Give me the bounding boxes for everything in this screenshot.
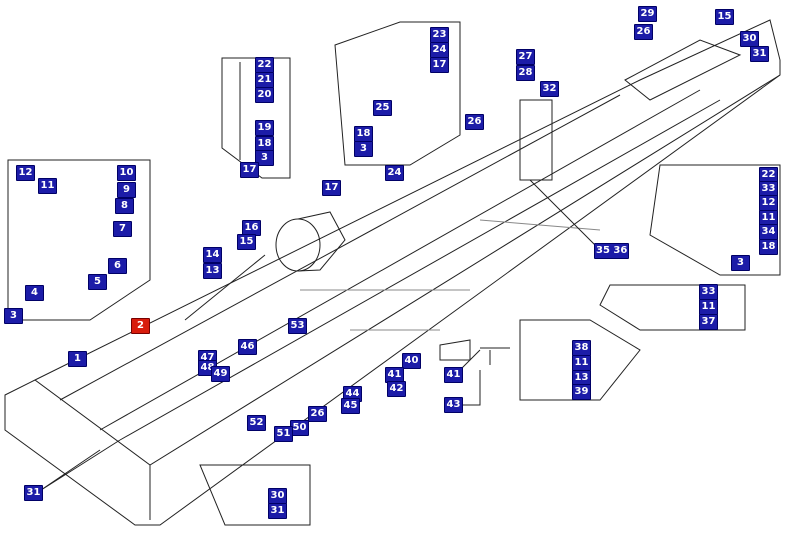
part-label[interactable]: 3 — [255, 150, 274, 166]
part-label[interactable]: 31 — [750, 46, 769, 62]
chassis-outline — [4, 19, 781, 526]
part-label[interactable]: 22 — [255, 57, 274, 73]
part-label[interactable]: 13 — [572, 370, 591, 386]
part-label[interactable]: 26 — [634, 24, 653, 40]
part-label[interactable]: 19 — [255, 120, 274, 136]
part-label[interactable]: 30 — [268, 488, 287, 504]
part-label[interactable]: 34 — [759, 224, 778, 240]
part-label[interactable]: 24 — [385, 165, 404, 181]
part-label[interactable]: 49 — [211, 366, 230, 382]
part-label[interactable]: 51 — [274, 426, 293, 442]
part-label-highlighted[interactable]: 2 — [131, 318, 150, 334]
part-label[interactable]: 12 — [759, 195, 778, 211]
part-label[interactable]: 7 — [113, 221, 132, 237]
part-label[interactable]: 15 — [237, 234, 256, 250]
part-label[interactable]: 24 — [430, 42, 449, 58]
part-label[interactable]: 21 — [255, 72, 274, 88]
part-label[interactable]: 53 — [288, 318, 307, 334]
part-label[interactable]: 13 — [203, 263, 222, 279]
part-label[interactable]: 42 — [387, 381, 406, 397]
part-label[interactable]: 31 — [268, 503, 287, 519]
part-label[interactable]: 3 — [4, 308, 23, 324]
part-label[interactable]: 29 — [638, 6, 657, 22]
part-label[interactable]: 26 — [308, 406, 327, 422]
part-label[interactable]: 39 — [572, 384, 591, 400]
part-label[interactable]: 40 — [402, 353, 421, 369]
part-label[interactable]: 5 — [88, 274, 107, 290]
hydraulic-cylinder — [519, 99, 553, 181]
part-label[interactable]: 37 — [699, 314, 718, 330]
part-label[interactable]: 6 — [108, 258, 127, 274]
inset-fitting — [199, 464, 311, 526]
part-label[interactable]: 22 — [759, 167, 778, 183]
part-label[interactable]: 35 36 — [594, 243, 630, 259]
part-label[interactable]: 28 — [516, 65, 535, 81]
part-label[interactable]: 1 — [68, 351, 87, 367]
inset-clip-a — [221, 57, 291, 179]
part-label[interactable]: 52 — [247, 415, 266, 431]
part-label[interactable]: 33 — [759, 181, 778, 197]
part-label[interactable]: 8 — [115, 198, 134, 214]
part-label[interactable]: 17 — [430, 57, 449, 73]
part-label[interactable]: 32 — [540, 81, 559, 97]
brake-booster — [275, 218, 321, 272]
part-label[interactable]: 41 — [444, 367, 463, 383]
inset-clip-b — [334, 21, 461, 166]
part-label[interactable]: 30 — [740, 31, 759, 47]
part-label[interactable]: 18 — [759, 239, 778, 255]
part-label[interactable]: 12 — [16, 165, 35, 181]
part-label[interactable]: 46 — [238, 339, 257, 355]
part-label[interactable]: 17 — [240, 162, 259, 178]
part-label[interactable]: 11 — [699, 299, 718, 315]
part-label[interactable]: 45 — [341, 398, 360, 414]
inset-clip-d — [599, 284, 746, 331]
part-label[interactable]: 14 — [203, 247, 222, 263]
part-label[interactable]: 43 — [444, 397, 463, 413]
part-label[interactable]: 15 — [715, 9, 734, 25]
part-label[interactable]: 10 — [117, 165, 136, 181]
part-label[interactable]: 20 — [255, 87, 274, 103]
part-label[interactable]: 18 — [354, 126, 373, 142]
part-label[interactable]: 23 — [430, 27, 449, 43]
chassis-rail — [34, 74, 781, 466]
rear-tank — [624, 39, 742, 101]
part-label[interactable]: 3 — [354, 141, 373, 157]
part-label[interactable]: 33 — [699, 284, 718, 300]
part-label[interactable]: 25 — [373, 100, 392, 116]
part-label[interactable]: 31 — [24, 485, 43, 501]
part-label[interactable]: 38 — [572, 340, 591, 356]
inset-brake-assembly — [7, 159, 151, 321]
part-label[interactable]: 26 — [465, 114, 484, 130]
part-label[interactable]: 11 — [38, 178, 57, 194]
part-label[interactable]: 4 — [25, 285, 44, 301]
part-label[interactable]: 17 — [322, 180, 341, 196]
part-label[interactable]: 9 — [117, 182, 136, 198]
inset-clip-e — [519, 319, 641, 401]
part-label[interactable]: 3 — [731, 255, 750, 271]
part-label[interactable]: 11 — [572, 355, 591, 371]
part-label[interactable]: 27 — [516, 49, 535, 65]
inset-clip-c — [649, 164, 781, 276]
